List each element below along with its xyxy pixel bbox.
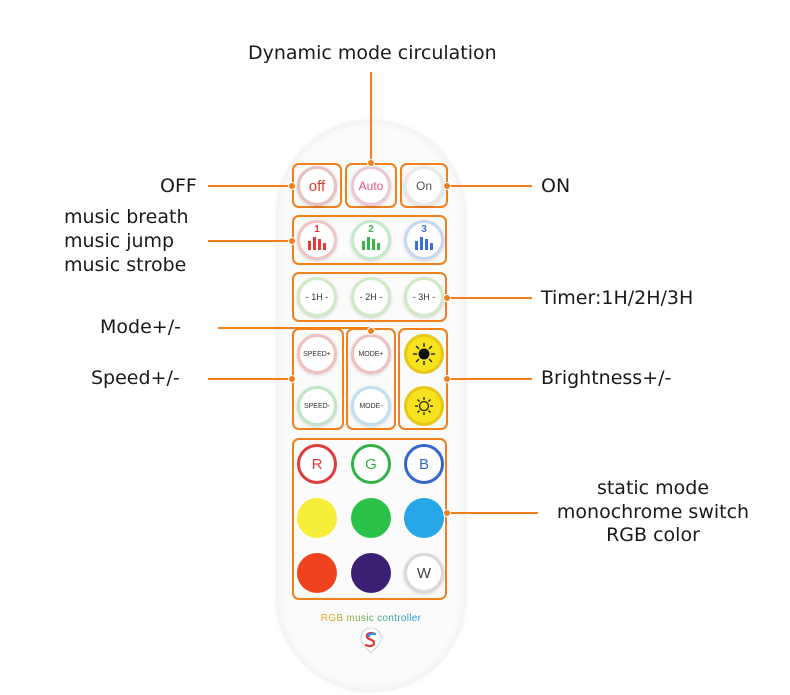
timer-1h-button[interactable]: - 1H - [297,277,337,317]
mode-minus-button[interactable]: MODE- [351,386,391,426]
on-label: ON [541,175,571,197]
music-jump-label: music jump [64,230,175,252]
timer-callout-dot [443,294,451,302]
timer-2h-button[interactable]: - 2H - [351,277,391,317]
sun-outline-icon [415,397,433,415]
green-button-label: G [365,455,377,473]
dynamic-callout-line [370,72,372,164]
green-button[interactable]: G [351,444,391,484]
speed-plus-label: SPEED+ [303,350,331,358]
speed-label: Speed+/- [91,367,180,389]
static-mode-label: static mode [596,477,710,499]
monochrome-switch-label: monochrome switch [556,501,750,523]
sky-blue-color-button[interactable] [404,498,444,538]
mode-minus-label: MODE- [359,402,383,410]
off-button-label: off [308,177,326,195]
blue-button-label: B [418,455,429,473]
on-button[interactable]: On [404,166,444,206]
on-button-label: On [415,179,432,193]
music-bars-icon [362,237,380,250]
auto-button[interactable]: Auto [351,166,391,206]
auto-button-label: Auto [358,179,384,193]
speed-callout-line [208,378,294,380]
brand-logo-icon [359,627,383,654]
music-strobe-button[interactable]: 3 [404,220,444,260]
music-breath-button[interactable]: 1 [297,220,337,260]
music-bars-icon [415,237,433,250]
timer-1h-label: - 1H - [305,292,329,302]
dynamic-callout-dot [367,159,375,167]
music-callout-dot [288,237,296,245]
mode-label: Mode+/- [100,316,181,338]
off-callout-line [208,185,294,187]
red-button[interactable]: R [297,444,337,484]
speed-minus-button[interactable]: SPEED- [297,386,337,426]
brightness-label: Brightness+/- [541,367,672,389]
music-breath-label: music breath [64,206,189,228]
timer-label: Timer:1H/2H/3H [541,287,694,309]
dynamic-mode-label: Dynamic mode circulation [248,42,497,64]
brightness-callout-dot [443,375,451,383]
music-breath-number: 1 [314,224,320,235]
music-jump-number: 2 [368,224,374,235]
group-color [292,438,447,600]
music-callout-line [208,240,294,242]
red-button-label: R [311,455,323,473]
off-callout-dot [288,182,296,190]
brightness-plus-button[interactable] [404,334,444,374]
off-button[interactable]: off [297,166,337,206]
yellow-color-button[interactable] [297,498,337,538]
color-callout-dot [443,509,451,517]
purple-color-button[interactable] [351,553,391,593]
music-strobe-label: music strobe [64,254,187,276]
speed-minus-label: SPEED- [303,402,331,410]
brightness-callout-line [446,378,532,380]
rgb-color-label: RGB color [606,524,700,546]
color-callout-line [446,512,538,514]
blue-button[interactable]: B [404,444,444,484]
timer-3h-label: - 3H - [412,292,436,302]
sun-filled-icon [413,343,435,365]
on-callout-dot [443,182,451,190]
mode-callout-dot [367,327,375,335]
orange-red-color-button[interactable] [297,553,337,593]
timer-2h-label: - 2H - [359,292,383,302]
timer-3h-button[interactable]: - 3H - [404,277,444,317]
white-button[interactable]: W [404,553,444,593]
on-callout-line [446,185,532,187]
speed-callout-dot [288,375,296,383]
mode-plus-button[interactable]: MODE+ [351,334,391,374]
music-jump-button[interactable]: 2 [351,220,391,260]
white-button-label: W [416,564,432,582]
off-label: OFF [160,175,197,197]
music-strobe-number: 3 [421,224,427,235]
timer-callout-line [446,297,532,299]
speed-plus-button[interactable]: SPEED+ [297,334,337,374]
lime-green-color-button[interactable] [351,498,391,538]
music-bars-icon [308,237,326,250]
brightness-minus-button[interactable] [404,386,444,426]
brand-text: RGB music controller [276,613,466,624]
mode-plus-label: MODE+ [358,350,384,358]
mode-callout-line [218,327,372,329]
